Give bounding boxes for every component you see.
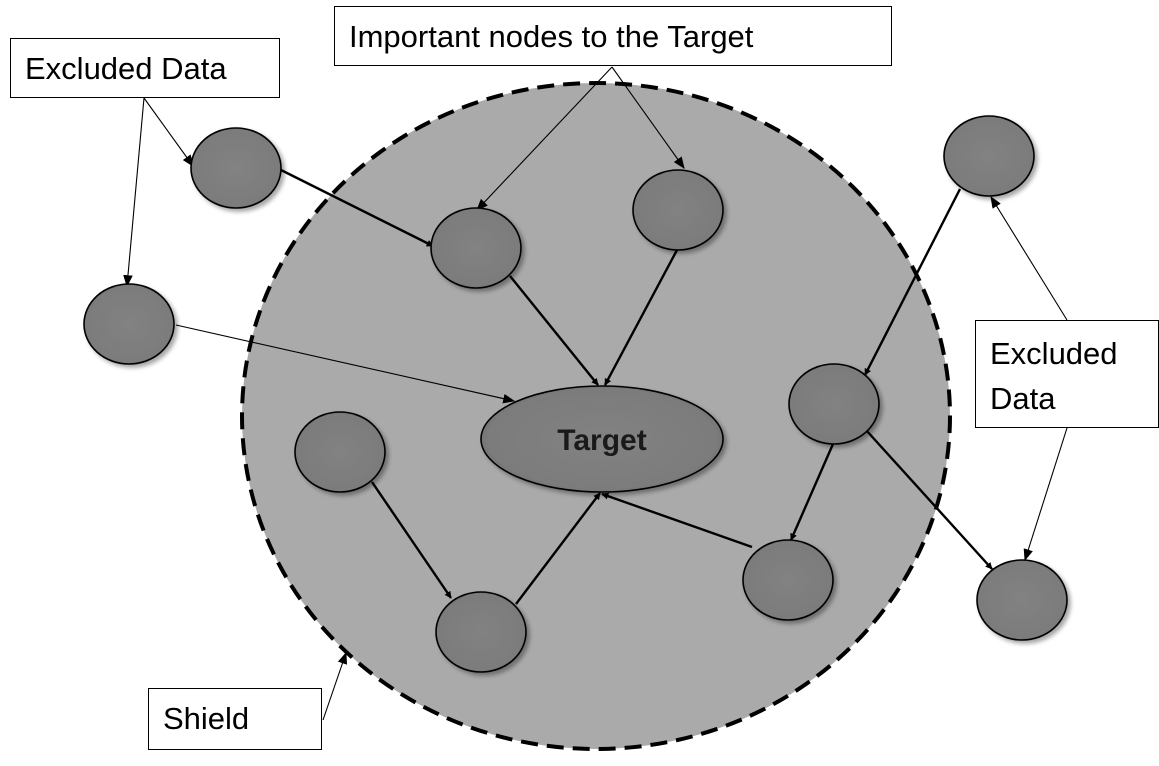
label-excluded-data-left-text: Excluded Data bbox=[25, 51, 227, 86]
graph-nodes bbox=[83, 115, 1068, 673]
node-bottom-center bbox=[435, 591, 527, 673]
label-shield: Shield bbox=[148, 688, 322, 750]
callout-shield bbox=[322, 651, 348, 721]
callout-excluded-left-to-outer-left bbox=[123, 97, 145, 288]
callout-important-to-right bbox=[611, 66, 685, 169]
edge-outer-topleft-to-important-left bbox=[280, 168, 434, 248]
callout-excluded-right-to-bottomright bbox=[1023, 427, 1068, 562]
edge-inner-right-to-inner-bottom-right bbox=[789, 443, 835, 541]
callout-important-to-left bbox=[476, 66, 613, 211]
callout-excluded-left-to-topleft bbox=[143, 97, 194, 167]
label-important-nodes: Important nodes to the Target bbox=[334, 6, 892, 66]
node-inner-bottom-right bbox=[742, 539, 834, 621]
edge-outer-left-to-target bbox=[175, 324, 516, 404]
edge-important-left-to-target bbox=[509, 275, 599, 386]
annotation-arrows bbox=[123, 66, 1068, 721]
node-outer-topleft bbox=[190, 127, 282, 209]
node-outer-left bbox=[83, 283, 175, 365]
node-outer-topright bbox=[943, 115, 1035, 197]
label-excluded-data-right-line2: Data bbox=[990, 381, 1056, 416]
target-label: Target bbox=[557, 424, 646, 457]
edge-important-right-to-target bbox=[603, 249, 679, 386]
edge-bottom-center-to-target bbox=[515, 492, 601, 605]
edge-inner-left-to-bottom-center bbox=[371, 481, 452, 599]
label-excluded-data-right: Excluded Data bbox=[975, 320, 1159, 428]
label-excluded-data-right-line1: Excluded bbox=[990, 336, 1118, 371]
node-important-left bbox=[430, 207, 522, 289]
graph-edges bbox=[280, 168, 993, 605]
node-inner-left bbox=[294, 411, 386, 493]
label-excluded-data-left: Excluded Data bbox=[10, 38, 280, 98]
node-outer-bottomright bbox=[976, 559, 1068, 641]
edge-inner-right-to-outer-bottomright bbox=[865, 429, 993, 570]
node-important-right bbox=[632, 169, 724, 251]
label-important-nodes-text: Important nodes to the Target bbox=[349, 19, 754, 54]
node-inner-right bbox=[788, 363, 880, 445]
callout-excluded-right-to-topright bbox=[990, 195, 1068, 321]
edge-outer-topright-to-inner-right bbox=[863, 188, 962, 376]
edge-inner-bottom-right-to-target bbox=[601, 492, 753, 549]
node-target bbox=[480, 385, 724, 493]
label-shield-text: Shield bbox=[163, 701, 250, 736]
